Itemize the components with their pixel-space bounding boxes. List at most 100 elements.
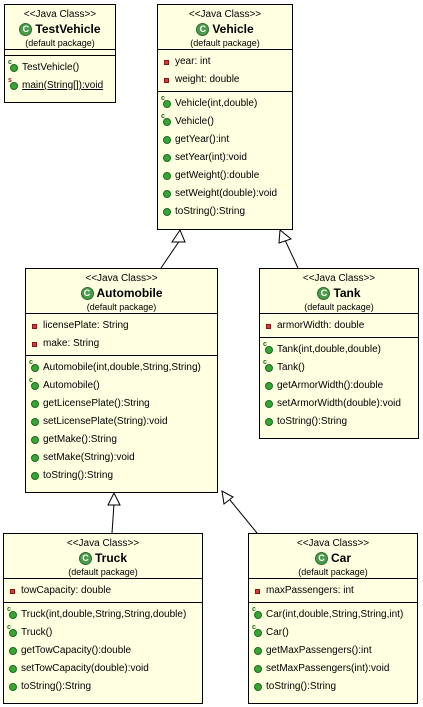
class-name-text: Car	[330, 551, 351, 565]
field-row[interactable]: licensePlate: String	[26, 317, 217, 335]
public-method-icon	[254, 665, 262, 673]
method-row[interactable]: c Car(int,double,String,String,int)	[249, 606, 417, 624]
method-text: setMake(String):void	[43, 452, 135, 463]
generalization-line-truck-automobile	[111, 503, 115, 534]
method-text: Tank(int,double,double)	[277, 344, 381, 355]
class-icon: C	[80, 286, 94, 300]
method-text: setArmorWidth(double):void	[277, 398, 401, 409]
fields-compartment: licensePlate: String make: String	[26, 313, 217, 355]
constructor-icon: c	[263, 359, 273, 372]
field-row[interactable]: maxPassengers: int	[249, 582, 417, 600]
private-field-icon	[10, 588, 15, 594]
method-row[interactable]: toString():String	[26, 467, 217, 485]
public-method-icon	[163, 172, 171, 180]
method-row[interactable]: setArmorWidth(double):void	[260, 395, 418, 413]
package-label: (default package)	[304, 302, 374, 312]
class-name-text: Tank	[333, 286, 361, 300]
field-row[interactable]: weight: double	[158, 71, 292, 89]
method-text: setMaxPassengers(int):void	[266, 663, 390, 674]
field-row[interactable]: armorWidth: double	[260, 317, 418, 335]
generalization-line-car-automobile	[229, 499, 258, 534]
method-row[interactable]: setMaxPassengers(int):void	[249, 660, 417, 678]
method-row[interactable]: setWeight(double):void	[158, 185, 292, 203]
field-text: licensePlate: String	[43, 320, 129, 331]
field-text: maxPassengers: int	[266, 585, 354, 596]
class-name-text: TestVehicle	[35, 22, 101, 36]
method-row[interactable]: toString():String	[260, 413, 418, 431]
constructor-marker: c	[7, 624, 11, 631]
package-label: (default package)	[25, 38, 95, 48]
public-method-icon	[31, 472, 39, 480]
static-marker: s	[8, 77, 12, 84]
stereotype-label: <<Java Class>>	[296, 538, 370, 549]
public-method-icon	[265, 400, 273, 408]
method-row[interactable]: setTowCapacity(double):void	[4, 660, 202, 678]
method-row[interactable]: setMake(String):void	[26, 449, 217, 467]
field-row[interactable]: towCapacity: double	[4, 582, 202, 600]
method-row[interactable]: toString():String	[4, 678, 202, 696]
method-row[interactable]: getLicensePlate():String	[26, 395, 217, 413]
field-row[interactable]: make: String	[26, 335, 217, 353]
constructor-marker: c	[263, 359, 267, 366]
method-row[interactable]: getYear():int	[158, 131, 292, 149]
stereotype-label: <<Java Class>>	[66, 538, 140, 549]
constructor-marker: c	[252, 624, 256, 631]
method-text: setTowCapacity(double):void	[21, 663, 149, 674]
method-row[interactable]: getMake():String	[26, 431, 217, 449]
constructor-marker: c	[29, 359, 33, 366]
public-method-icon	[9, 665, 17, 673]
method-row[interactable]: c Automobile()	[26, 377, 217, 395]
method-text: getMake():String	[43, 434, 117, 445]
field-row[interactable]: year: int	[158, 53, 292, 71]
stereotype-label: <<Java Class>>	[302, 273, 376, 284]
method-text: Car(int,double,String,String,int)	[266, 609, 404, 620]
constructor-marker: c	[7, 606, 11, 613]
constructor-icon: c	[29, 377, 39, 390]
method-row[interactable]: getTowCapacity():double	[4, 642, 202, 660]
constructor-icon: c	[161, 113, 171, 126]
public-method-icon	[31, 400, 39, 408]
constructor-icon: c	[8, 59, 18, 72]
constructor-marker: c	[252, 606, 256, 613]
method-row[interactable]: getMaxPassengers():int	[249, 642, 417, 660]
fields-compartment	[5, 49, 115, 55]
stereotype-label: <<Java Class>>	[23, 9, 97, 20]
class-icon: C	[314, 551, 328, 565]
public-method-icon	[254, 683, 262, 691]
constructor-icon: c	[29, 359, 39, 372]
method-row[interactable]: toString():String	[158, 203, 292, 221]
inheritance-arrowhead-vehicle-left	[171, 228, 186, 243]
method-text: Automobile()	[43, 380, 100, 391]
method-row[interactable]: setLicensePlate(String):void	[26, 413, 217, 431]
method-row[interactable]: getWeight():double	[158, 167, 292, 185]
method-row[interactable]: setYear(int):void	[158, 149, 292, 167]
method-row[interactable]: toString():String	[249, 678, 417, 696]
public-method-icon	[163, 154, 171, 162]
method-row[interactable]: getArmorWidth():double	[260, 377, 418, 395]
